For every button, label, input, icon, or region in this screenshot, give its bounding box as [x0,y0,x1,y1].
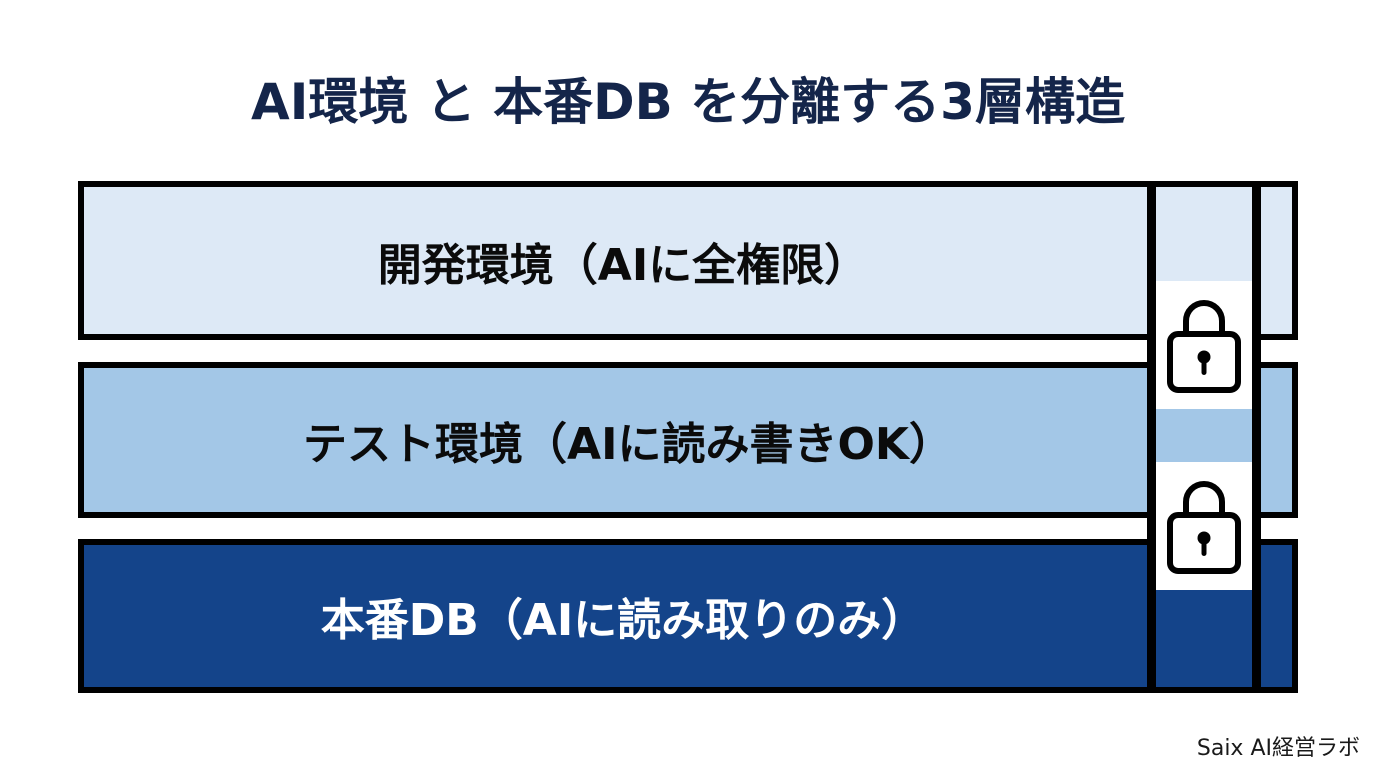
page-title: AI環境 と 本番DB を分離する3層構造 [251,73,1125,131]
layer-development: 開発環境（AIに全権限） [78,181,1298,340]
layer-label: 本番DB（AIに読み取りのみ） [320,595,926,646]
layer-test: テスト環境（AIに読み書きOK） [78,362,1298,518]
layer-label: テスト環境（AIに読み書きOK） [303,419,953,470]
lock-icon [1167,481,1241,574]
barrier-line-left [1147,181,1156,693]
footer-credit: Saix AI経営ラボ [1196,736,1360,761]
layer-production-db: 本番DB（AIに読み取りのみ） [78,539,1298,693]
layer-label: 開発環境（AIに全権限） [377,239,869,291]
barrier-line-right [1252,181,1261,693]
lock-icon [1167,300,1241,393]
